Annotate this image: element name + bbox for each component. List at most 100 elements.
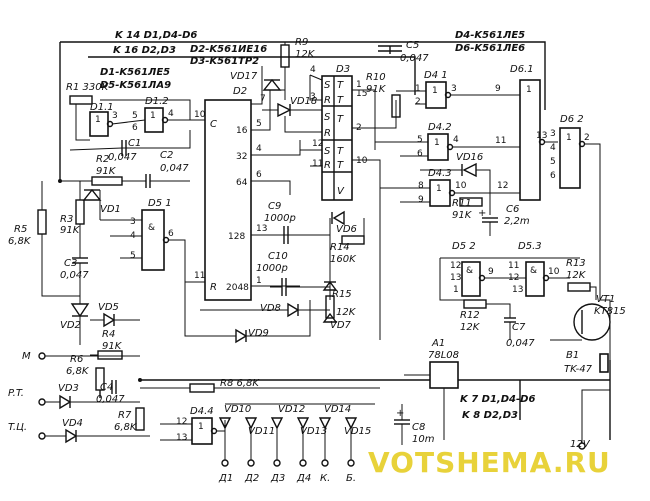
vd17-label: VD17 [230, 71, 258, 82]
svg-text:+: + [478, 208, 486, 219]
d3-body [321, 75, 353, 201]
svg-text:13: 13 [176, 433, 187, 443]
r10-value: 91K [366, 84, 387, 95]
d6-2-gate [559, 127, 581, 189]
bottom-left-inputs: M P.T. VD3 T.Ц. VD4 [8, 351, 150, 444]
r9-vd17-vd18: R9 12K VD17 VD18 [230, 37, 322, 133]
d4-4-label: D4.4 [190, 406, 214, 417]
d4-3-label: D4.3 [428, 168, 452, 179]
r15-label: R15 [332, 289, 352, 300]
svg-text:10: 10 [548, 267, 560, 277]
c3-value: 0,047 [60, 270, 89, 281]
r14-label: R14 [330, 242, 350, 253]
c1-label: C1 [128, 138, 141, 149]
r4-value: 91K [102, 341, 123, 352]
d2-pin-16: 16 [236, 126, 248, 136]
r12-label: R12 [460, 310, 480, 321]
d2-pin-32: 32 [236, 152, 247, 162]
svg-text:6: 6 [168, 229, 174, 239]
r4-label: R4 [102, 329, 115, 340]
terminal-b: Б. [346, 473, 356, 484]
vd11-label: VD11 [248, 426, 275, 437]
d2-pin-2048: 2048 [226, 283, 249, 293]
note-d3: D3-K561ТР2 [190, 56, 259, 67]
vd15-label: VD15 [344, 426, 371, 437]
c8-cap: + C8 10m [394, 404, 435, 445]
vd14-label: VD14 [324, 404, 351, 415]
note-d5: D5-K561ЛА9 [100, 80, 171, 91]
c4-value: 0,047 [96, 394, 125, 405]
c10-value: 1000p [256, 263, 288, 274]
vd4-label: VD4 [62, 418, 83, 429]
d3-pin-t4: T [337, 146, 344, 157]
svg-text:1: 1 [432, 86, 438, 96]
note-k14: K 14 D1,D4-D6 [115, 30, 197, 41]
vd16-r11-c6: VD16 R11 91K + C6 2,2m [420, 152, 530, 236]
d4-1-label: D4 1 [424, 70, 448, 81]
r7-label: R7 [118, 410, 132, 421]
r6-value: 6,8K [66, 366, 90, 377]
r11-label: R11 [452, 198, 472, 209]
d6-2-label: D6 2 [560, 114, 584, 125]
vd1-label: VD1 [100, 204, 121, 215]
note-k16: K 16 D2,D3 [113, 45, 176, 56]
input-network: R5 6,8K R3 91K VD1 C3 0,047 VD2 [8, 181, 121, 345]
r13-value: 12K [566, 270, 587, 281]
terminal-12v: 12V [570, 439, 591, 450]
svg-text:4: 4 [550, 143, 556, 153]
r2-value: 91K [96, 166, 117, 177]
r10-resistor: R10 91K [366, 72, 401, 118]
c2-value: 0,047 [160, 163, 189, 174]
r13-label: R13 [566, 258, 586, 269]
d5-1-label: D5 1 [148, 198, 172, 209]
note-k7: K 7 D1,D4-D6 [460, 394, 535, 405]
svg-text:9: 9 [418, 195, 424, 205]
r15-value: 12K [336, 307, 357, 318]
svg-text:5: 5 [256, 119, 262, 129]
c7-value: 0,047 [506, 338, 535, 349]
svg-text:13: 13 [256, 224, 267, 234]
svg-text:6: 6 [132, 123, 138, 133]
r3-value: 91K [60, 225, 81, 236]
svg-text:1: 1 [256, 276, 262, 286]
svg-text:&: & [466, 266, 473, 276]
vd12-label: VD12 [278, 404, 305, 415]
svg-text:4: 4 [168, 109, 174, 119]
chip-d4: D4 1 1 1 2 3 9 D4.2 1 5 6 4 11 D4.3 1 8 … [375, 70, 520, 207]
d4-2-label: D4.2 [428, 122, 452, 133]
d2-pin-64: 64 [236, 178, 248, 188]
d3-pin-t1: T [337, 80, 344, 91]
svg-text:4: 4 [453, 135, 459, 145]
svg-text:3: 3 [451, 84, 457, 94]
svg-text:&: & [148, 223, 155, 233]
svg-text:1: 1 [95, 115, 101, 125]
svg-text:5: 5 [417, 135, 423, 145]
svg-text:1: 1 [436, 184, 442, 194]
d2-pin-r: R [210, 282, 217, 293]
header-notes: K 14 D1,D4-D6 K 16 D2,D3 D1-K561ЛЕ5 D5-K… [100, 30, 535, 421]
c4-label: C4 [100, 382, 113, 393]
terminal-d4: Д4 [296, 473, 311, 484]
note-d1: D1-K561ЛЕ5 [100, 67, 170, 78]
a1-type: 78L08 [428, 350, 459, 361]
r7-value: 6,8K [114, 422, 138, 433]
svg-text:8: 8 [418, 181, 424, 191]
vd10-label: VD10 [224, 404, 251, 415]
note-k8: K 8 D2,D3 [462, 410, 518, 421]
svg-text:4: 4 [310, 65, 316, 75]
d3-pin-s2: S [324, 112, 331, 123]
r3-label: R3 [60, 214, 73, 225]
svg-text:10: 10 [356, 156, 368, 166]
power-rails [59, 41, 611, 440]
svg-text:13: 13 [536, 131, 547, 141]
vd8-label: VD8 [260, 303, 281, 314]
d4-4-outputs: D4.4 1 12 13 VD10 VD11 VD12 VD13 VD14 VD… [160, 403, 375, 484]
note-d4: D4-K561ЛЕ5 [455, 30, 525, 41]
d2-body [204, 99, 252, 301]
svg-text:3: 3 [310, 92, 316, 102]
c1-value: 0,047 [108, 152, 137, 163]
vd6-label: VD6 [336, 224, 357, 235]
d5-3-label: D5.3 [518, 241, 542, 252]
terminal-d1: Д1 [218, 473, 233, 484]
